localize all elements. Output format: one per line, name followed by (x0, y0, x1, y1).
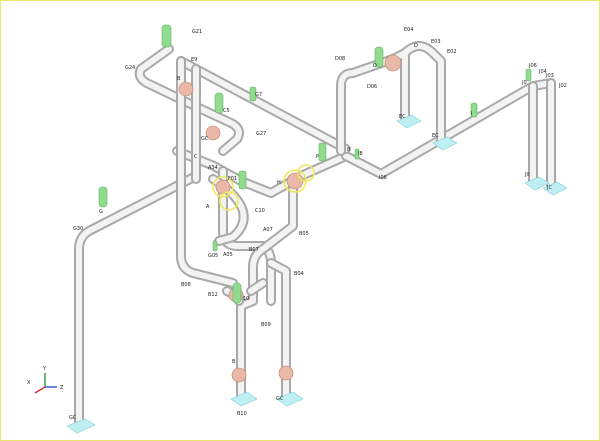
label-c5: C5 (223, 108, 230, 114)
axis-y-label: Y (42, 366, 47, 372)
axis-x-label: X (27, 380, 31, 386)
label-d-valve: D (373, 63, 377, 69)
axis-z-label: Z (60, 385, 64, 391)
label-e9: E9 (191, 57, 197, 63)
pipe-d-riser (336, 54, 398, 156)
label-gc-left: GC (69, 415, 77, 421)
flange-ring-a (212, 176, 234, 198)
label-e02: E02 (447, 49, 457, 55)
label-ec-1: EC (399, 114, 406, 120)
label-gc-bottom: GC (276, 396, 284, 402)
label-d06: D06 (367, 84, 377, 90)
actuator-i (470, 102, 478, 118)
actuator-b12 (232, 282, 242, 304)
label-j0: J0 (524, 172, 530, 178)
pipe-long-right-run (341, 78, 556, 179)
label-g24: G24 (125, 65, 135, 71)
label-f01: F01 (228, 176, 237, 182)
valve-gc-lower (278, 365, 294, 381)
support-gc-bottom (276, 391, 304, 407)
flange-ring-a2 (219, 191, 239, 211)
label-j06: J06 (528, 63, 537, 69)
support-j0-1 (524, 176, 550, 191)
label-e03: E03 (431, 39, 441, 45)
label-g: G (99, 209, 103, 215)
label-jc: JC (546, 185, 552, 191)
flange-ring-h2 (297, 164, 315, 182)
label-g21: G21 (192, 29, 202, 35)
actuator-c5 (214, 92, 224, 114)
actuator-g05 (212, 240, 218, 252)
label-i8: I8 (358, 151, 363, 157)
label-g05: G05 (208, 253, 218, 259)
label-i: I (471, 111, 472, 117)
valve-b-lower (231, 367, 247, 383)
label-g27: G27 (256, 131, 266, 137)
pipe-vertical-180 (176, 56, 238, 288)
label-b: B (177, 76, 181, 82)
actuator-g21 (161, 24, 172, 48)
label-10: 10 (243, 296, 249, 302)
pipe-left-header (74, 171, 201, 431)
label-b-lower: B (232, 359, 236, 365)
label-d08: D08 (335, 56, 345, 62)
label-a: A (206, 204, 210, 210)
label-j02: J02 (558, 83, 567, 89)
label-j03: J03 (545, 73, 554, 79)
label-j04: J04 (538, 69, 547, 75)
valve-d06 (384, 54, 402, 72)
label-a34: A34 (208, 165, 218, 171)
label-b12: B12 (208, 292, 218, 298)
pipe-upper-diagonal (176, 56, 351, 154)
actuators (98, 24, 532, 304)
label-c10: C10 (255, 208, 265, 214)
label-i06: I06 (379, 175, 387, 181)
support-g30 (66, 418, 96, 434)
support-ec-1 (396, 114, 422, 129)
actuator-j06 (525, 68, 532, 82)
label-g7: G7 (255, 92, 262, 98)
valve-h (286, 172, 304, 190)
pipe-main-header (172, 146, 351, 198)
label-j0-top: J0 (521, 80, 527, 86)
label-gc-c5: GC (201, 136, 209, 142)
support-ec-2 (432, 136, 458, 151)
pipe-supports (66, 114, 568, 434)
label-e04: E04 (404, 27, 414, 33)
label-b08: B08 (181, 282, 191, 288)
label-b07: B07 (249, 247, 259, 253)
actuator-d08 (374, 46, 384, 68)
pipe-network (74, 41, 556, 431)
valve-b-upper (178, 81, 194, 97)
label-ec-2: EC (432, 133, 439, 139)
flange-rings (212, 164, 315, 211)
label-a05: A05 (223, 252, 233, 258)
node-labels: G21 G24 E9 B G7 C5 G27 A34 F01 C10 A A07… (69, 27, 567, 421)
axis-x-arrow (34, 386, 46, 394)
label-b10: B10 (237, 411, 247, 417)
actuator-g7 (249, 86, 257, 102)
axis-triad: Y Z X (27, 366, 64, 394)
label-g30: G30 (73, 226, 83, 232)
label-b04: B04 (294, 271, 304, 277)
support-b10 (230, 391, 258, 407)
label-b05: B05 (299, 231, 309, 237)
actuator-f01 (238, 170, 247, 190)
actuator-i8 (354, 148, 360, 160)
pipe-b04-drop (266, 258, 291, 401)
label-p: P (316, 154, 319, 160)
valve-c5 (205, 125, 221, 141)
label-d: D (414, 43, 418, 49)
label-b09: B09 (261, 322, 271, 328)
actuator-p (318, 142, 327, 162)
label-h: H (277, 180, 281, 186)
label-c: C (194, 154, 198, 160)
support-jc (542, 181, 568, 196)
label-8: 8 (347, 147, 350, 153)
actuator-g30 (98, 186, 108, 208)
label-a07: A07 (263, 227, 273, 233)
